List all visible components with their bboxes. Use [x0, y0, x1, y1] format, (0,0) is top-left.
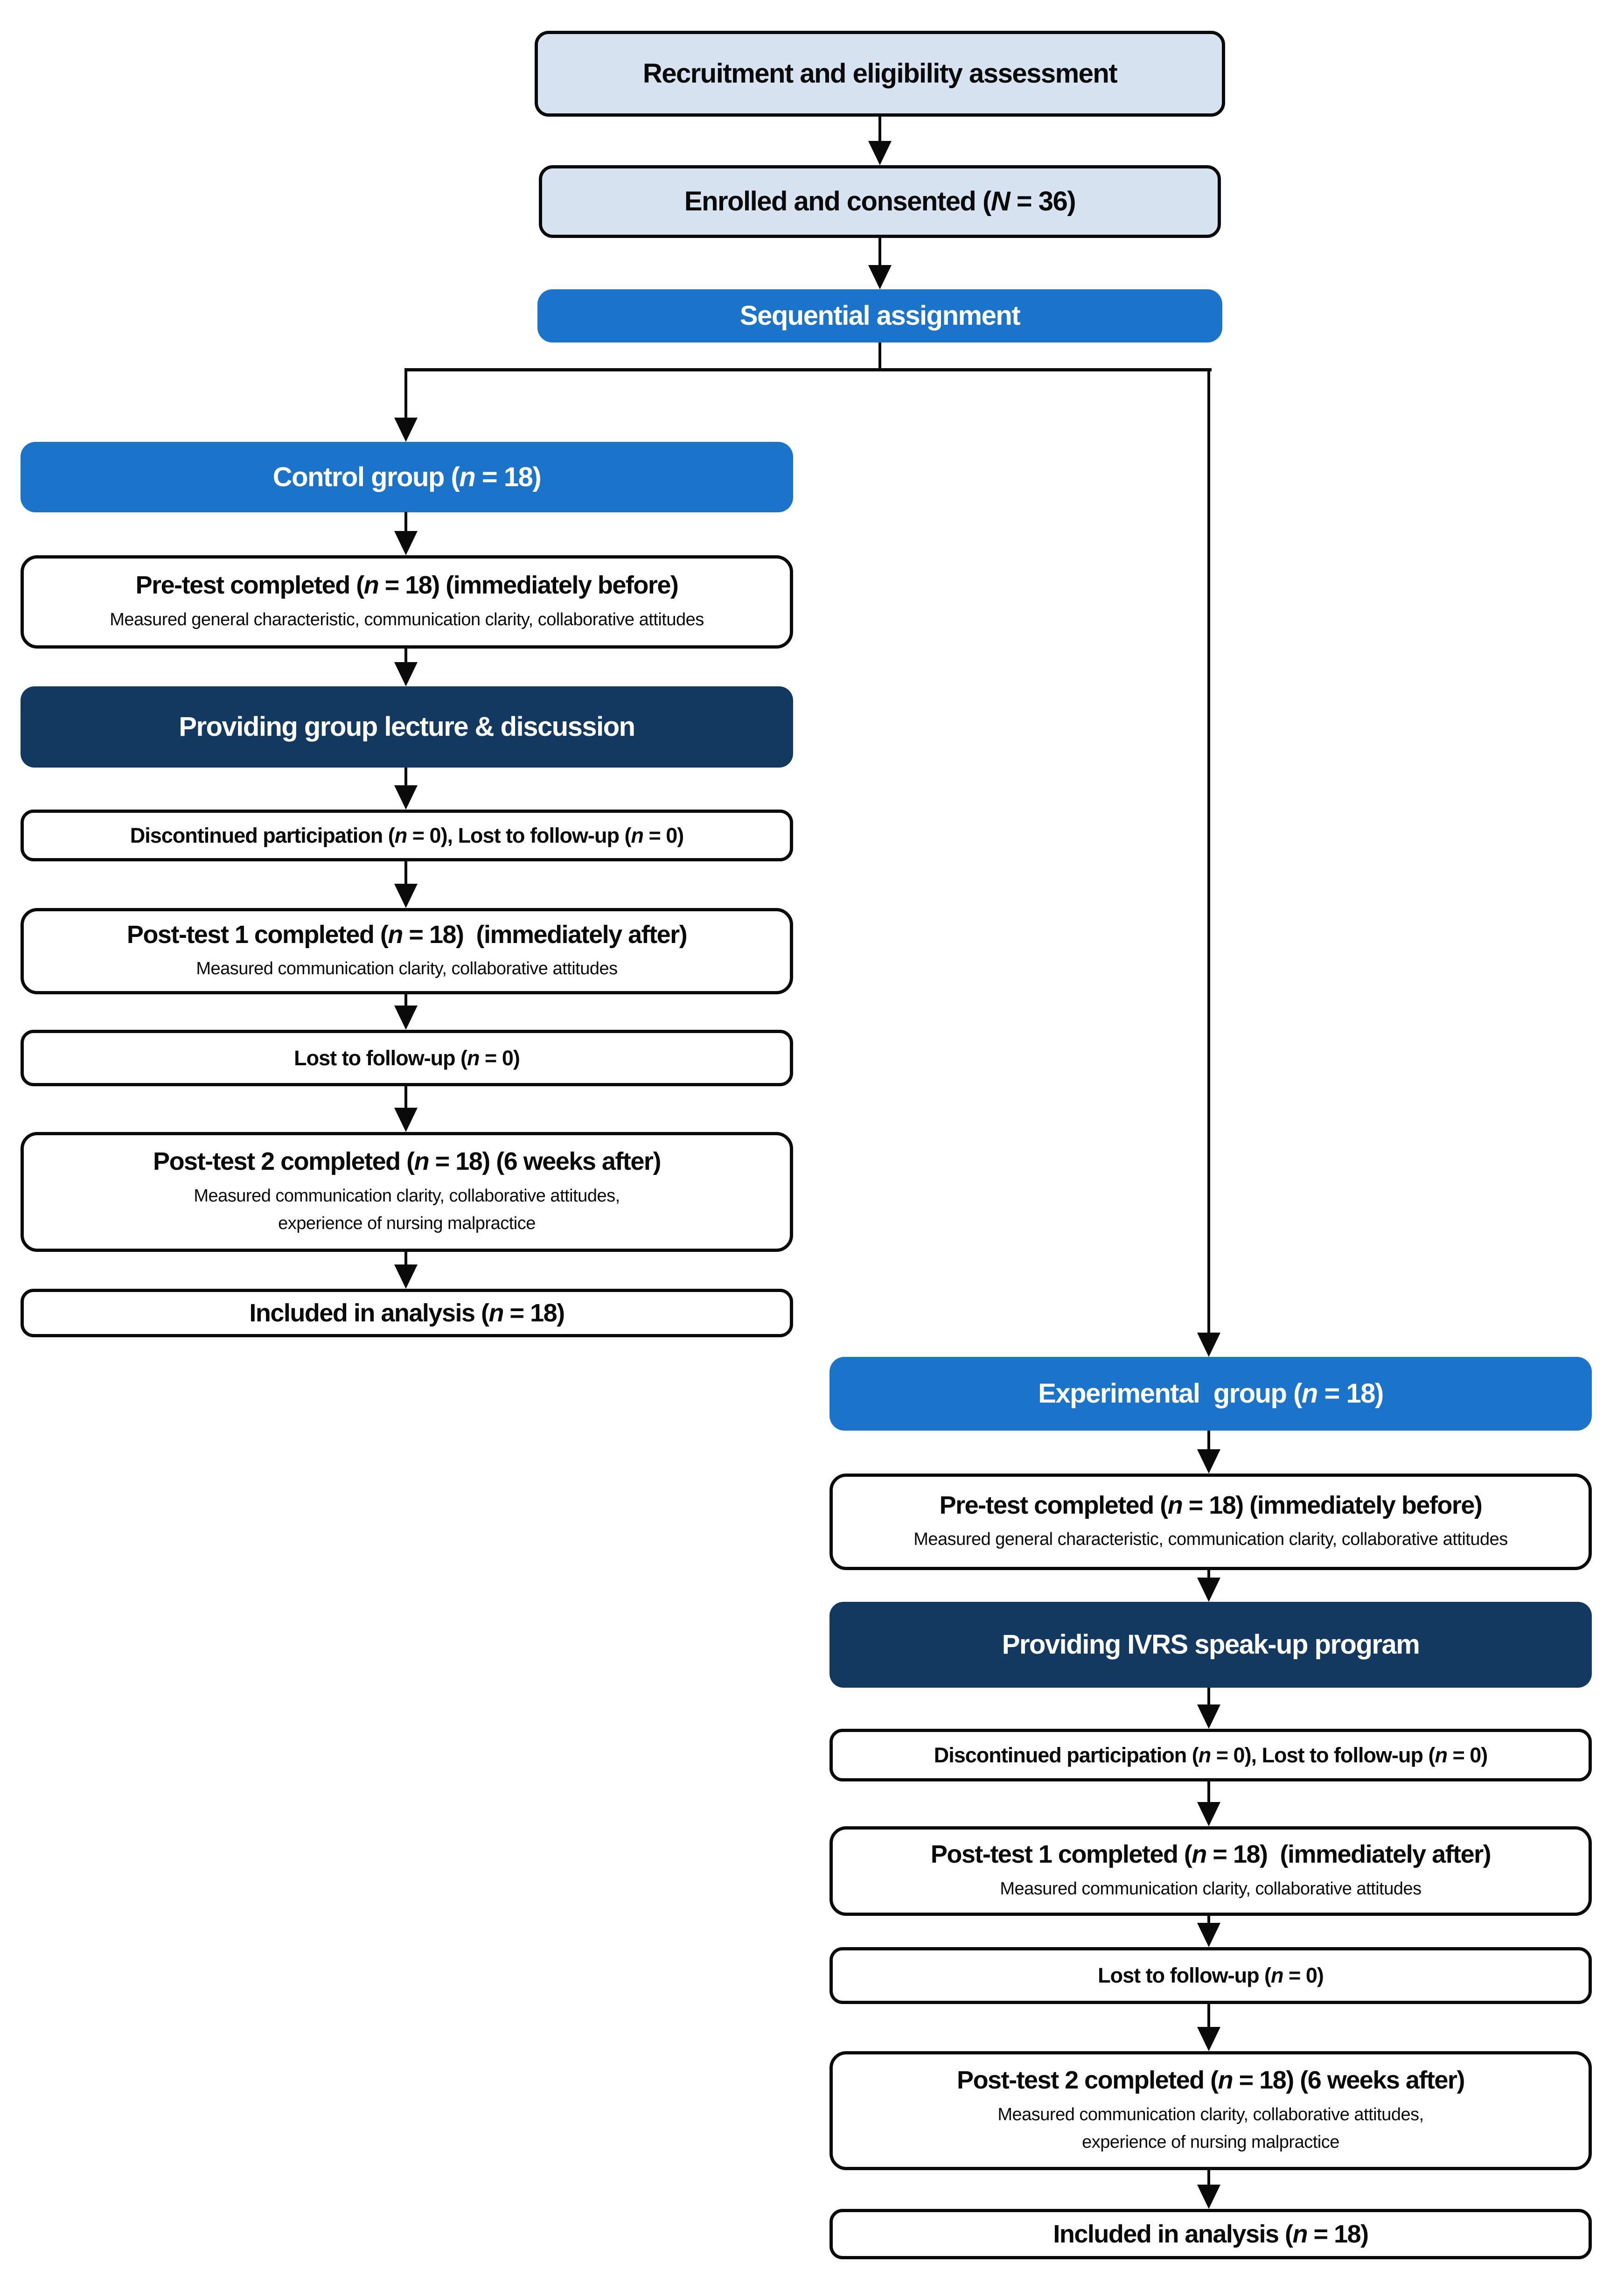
control-posttest1-box: Post-test 1 completed (n = 18) (immediat…	[21, 908, 793, 994]
split-connector-horizontal-bar	[404, 368, 1212, 371]
split-connector-right-arrowhead	[1197, 1333, 1220, 1357]
sequential-assignment-title: Sequential assignment	[739, 300, 1021, 331]
control-lost-box: Lost to follow-up (n = 0)	[21, 1030, 793, 1086]
experimental-intervention-title: Providing IVRS speak-up program	[1002, 1629, 1420, 1660]
experimental-discontinued-title: Discontinued participation (n = 0), Lost…	[934, 1743, 1488, 1767]
experimental-posttest1-box: Post-test 1 completed (n = 18) (immediat…	[829, 1826, 1592, 1916]
experimental-lost-title: Lost to follow-up (n = 0)	[1098, 1963, 1324, 1987]
control-posttest1-subtitle: Measured communication clarity, collabor…	[196, 959, 618, 979]
recruitment-title: Recruitment and eligibility assessment	[642, 58, 1118, 89]
control-posttest1-title: Post-test 1 completed (n = 18) (immediat…	[126, 920, 688, 949]
control-posttest2-box: Post-test 2 completed (n = 18) (6 weeks …	[21, 1132, 793, 1252]
experimental-posttest2-title: Post-test 2 completed (n = 18) (6 weeks …	[957, 2066, 1465, 2095]
experimental-posttest1-title: Post-test 1 completed (n = 18) (immediat…	[930, 1840, 1492, 1869]
experimental-pretest-title: Pre-test completed (n = 18) (immediately…	[939, 1491, 1483, 1519]
enrolled-title: Enrolled and consented (N = 36)	[684, 186, 1076, 217]
control-intervention-box: Providing group lecture & discussion	[21, 686, 793, 768]
experimental-posttest2-subtitle: Measured communication clarity, collabor…	[997, 2105, 1424, 2152]
experimental-discontinued-box: Discontinued participation (n = 0), Lost…	[829, 1729, 1592, 1781]
control-posttest2-title: Post-test 2 completed (n = 18) (6 weeks …	[153, 1147, 661, 1176]
experimental-included-title: Included in analysis (n = 18)	[1053, 2220, 1369, 2248]
control-pretest-box: Pre-test completed (n = 18) (immediately…	[21, 555, 793, 649]
control-posttest2-subtitle: Measured communication clarity, collabor…	[194, 1186, 620, 1233]
control-included-title: Included in analysis (n = 18)	[249, 1299, 565, 1327]
split-connector-right-stem	[1207, 370, 1210, 1334]
control-discontinued-title: Discontinued participation (n = 0), Lost…	[130, 823, 684, 847]
enrolled-box: Enrolled and consented (N = 36)	[539, 165, 1221, 238]
split-connector-left-arrowhead	[394, 418, 418, 442]
control-group-box: Control group (n = 18)	[21, 442, 793, 512]
control-pretest-subtitle: Measured general characteristic, communi…	[110, 609, 704, 629]
experimental-group-box: Experimental group (n = 18)	[829, 1357, 1592, 1431]
control-intervention-title: Providing group lecture & discussion	[179, 712, 635, 742]
split-connector-left-stem	[404, 370, 407, 419]
experimental-pretest-subtitle: Measured general characteristic, communi…	[913, 1530, 1508, 1550]
experimental-posttest1-subtitle: Measured communication clarity, collabor…	[1000, 1879, 1422, 1899]
sequential-assignment-box: Sequential assignment	[537, 289, 1222, 342]
recruitment-box: Recruitment and eligibility assessment	[535, 31, 1225, 117]
experimental-posttest2-box: Post-test 2 completed (n = 18) (6 weeks …	[829, 2051, 1592, 2170]
control-lost-title: Lost to follow-up (n = 0)	[294, 1046, 520, 1070]
control-discontinued-box: Discontinued participation (n = 0), Lost…	[21, 810, 793, 861]
experimental-intervention-box: Providing IVRS speak-up program	[829, 1602, 1592, 1688]
experimental-lost-box: Lost to follow-up (n = 0)	[829, 1947, 1592, 2004]
experimental-included-box: Included in analysis (n = 18)	[829, 2209, 1592, 2259]
control-pretest-title: Pre-test completed (n = 18) (immediately…	[135, 571, 679, 600]
experimental-group-title: Experimental group (n = 18)	[1038, 1378, 1384, 1409]
control-group-title: Control group (n = 18)	[272, 461, 542, 492]
experimental-pretest-box: Pre-test completed (n = 18) (immediately…	[829, 1474, 1592, 1570]
control-included-box: Included in analysis (n = 18)	[21, 1289, 793, 1337]
split-connector-down-stem	[878, 342, 881, 370]
